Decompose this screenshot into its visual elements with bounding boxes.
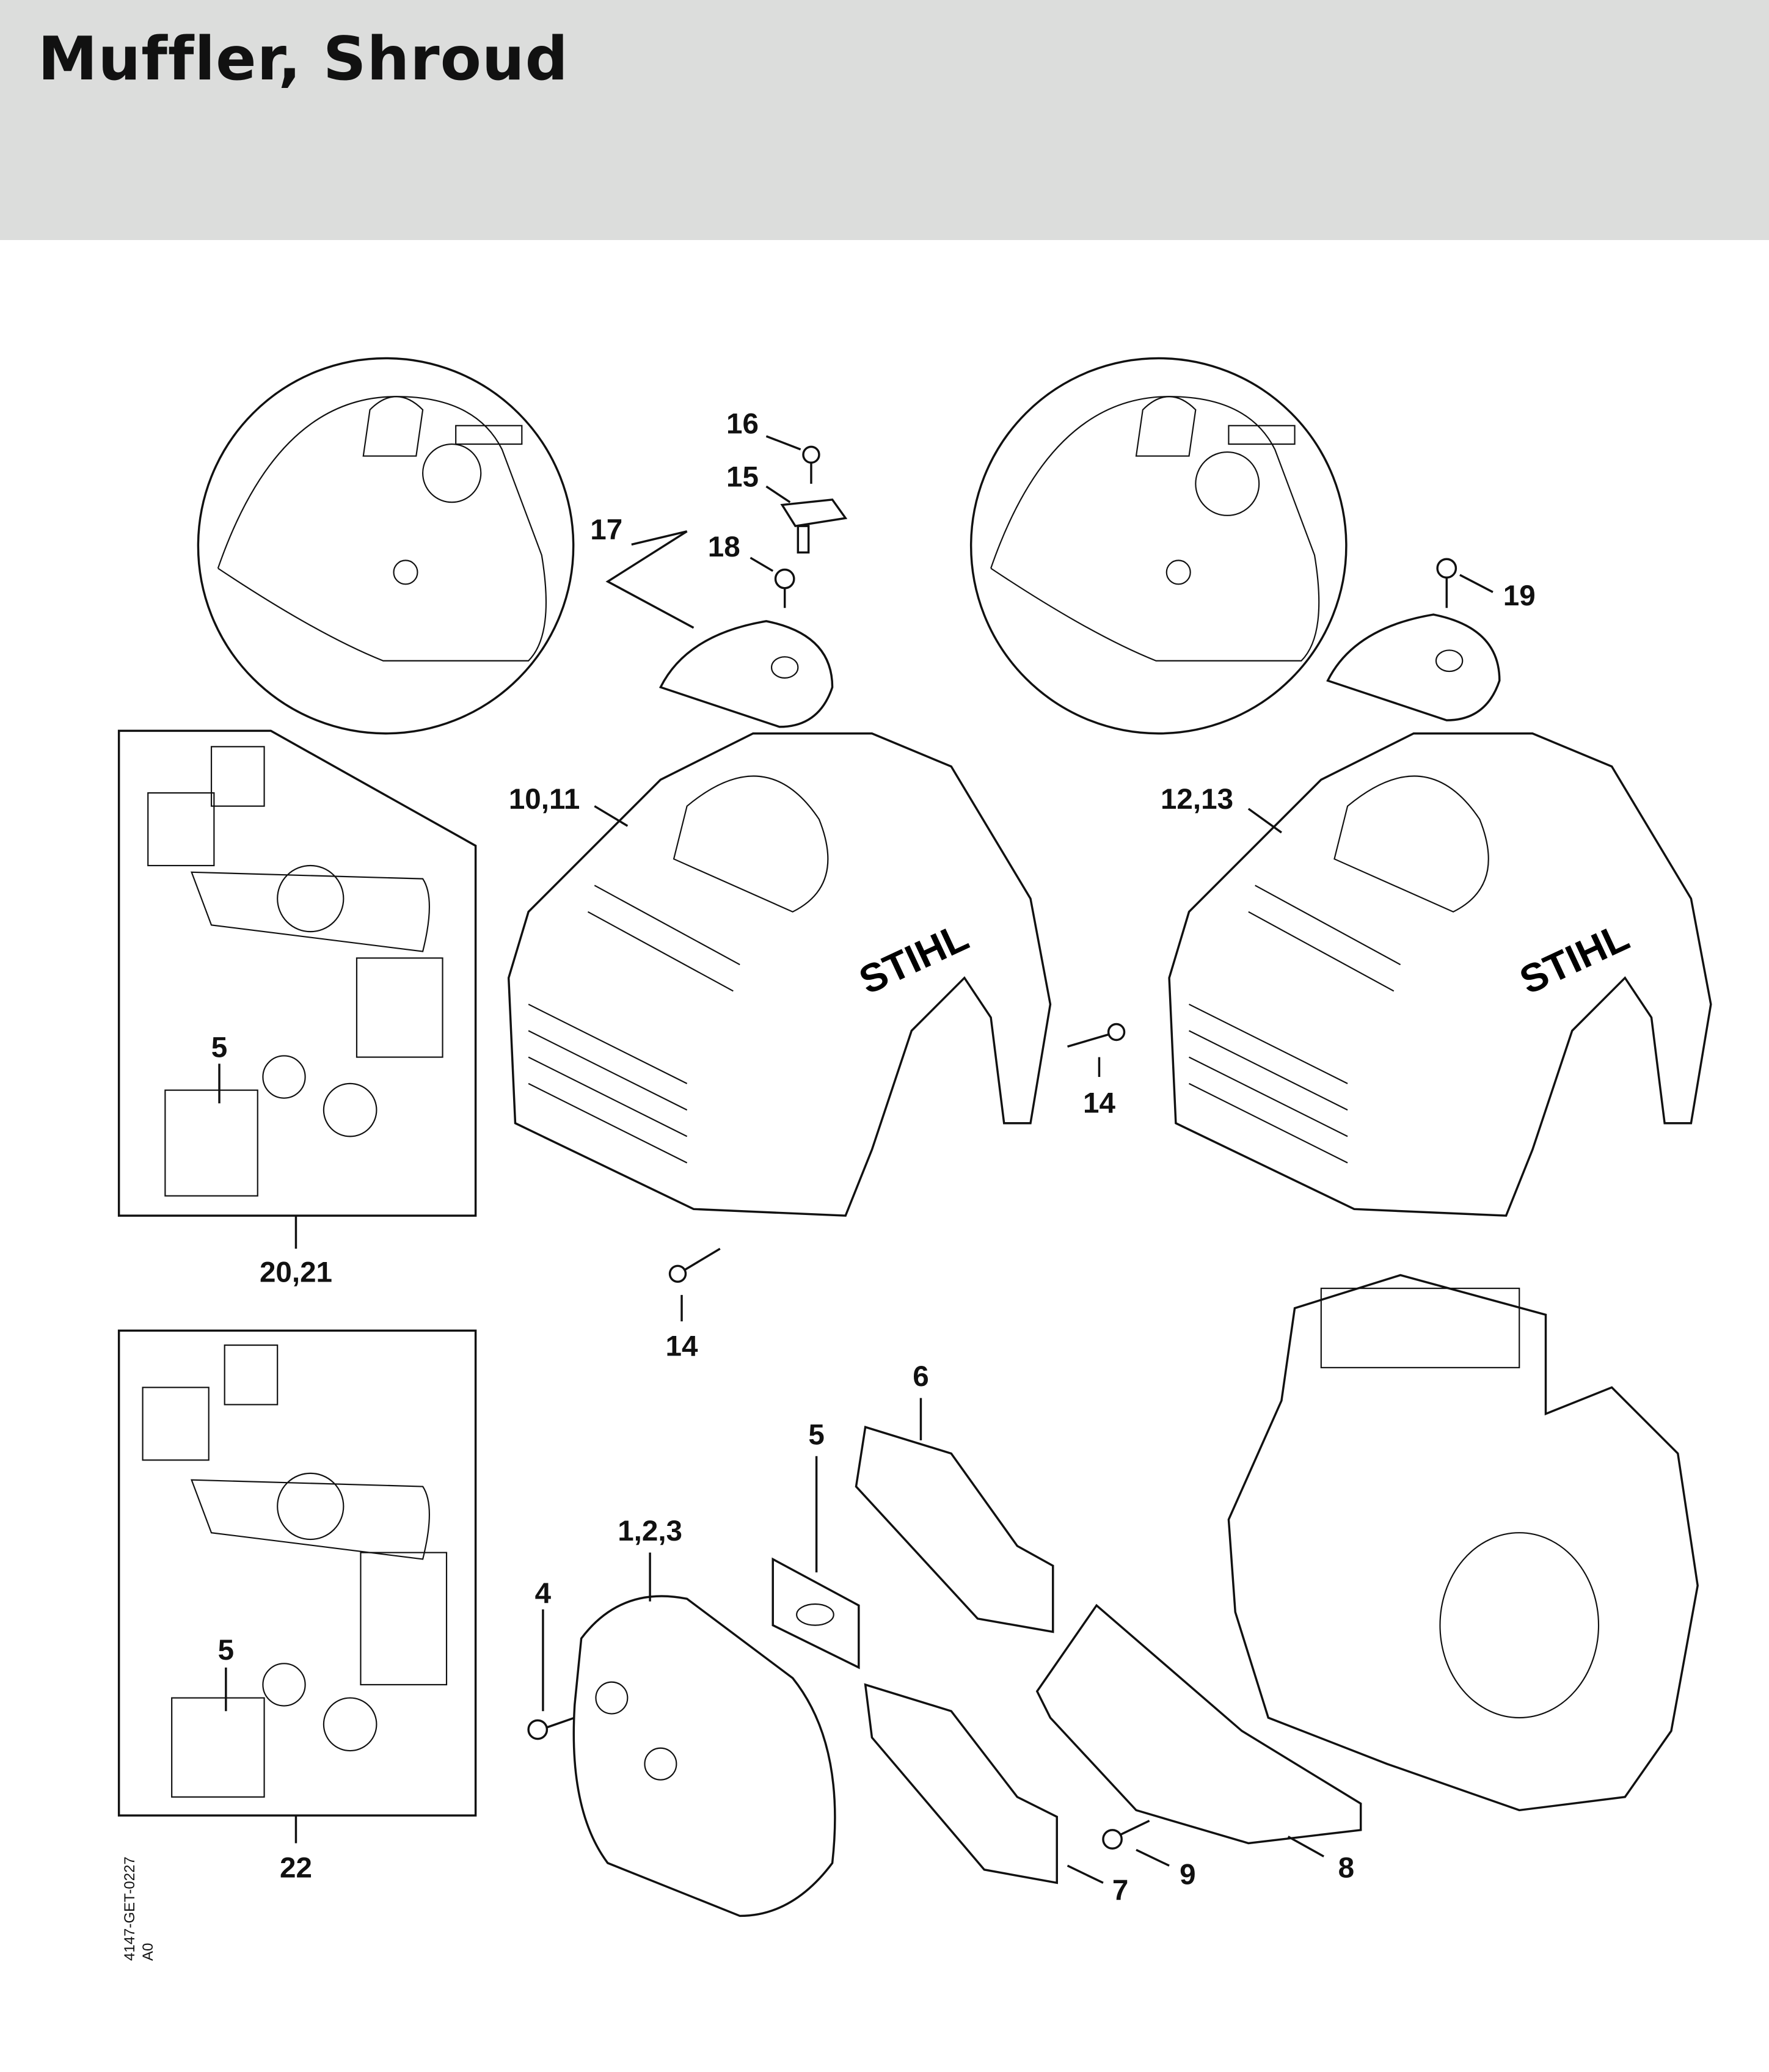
document-id: 4147-GET-0227 A0 xyxy=(121,1856,158,1961)
cap-17 xyxy=(658,620,834,728)
gasket-kit-20-21 xyxy=(117,729,477,1217)
callout-label: 12,13 xyxy=(1161,783,1233,815)
callout-label: 6 xyxy=(913,1360,928,1393)
screw-14-bottom xyxy=(668,1247,721,1283)
callout-label: 5 xyxy=(808,1418,824,1451)
callout-label: 14 xyxy=(1083,1087,1115,1119)
heat-shield-7 xyxy=(864,1683,1058,1884)
callout-label: 10,11 xyxy=(509,783,580,815)
cap-right xyxy=(1326,613,1501,721)
callout-label: 7 xyxy=(1112,1874,1128,1906)
screw-18 xyxy=(774,568,795,608)
callout-label: 5 xyxy=(218,1634,234,1666)
callout-label: 15 xyxy=(726,461,759,493)
plate-15 xyxy=(780,498,848,554)
shroud-10-11: STIHL xyxy=(507,732,1052,1217)
header-band: Muffler, Shroud xyxy=(0,0,1769,240)
shroud-12-13: STIHL xyxy=(1168,732,1712,1217)
screw-14-right xyxy=(1067,1023,1126,1048)
callout-label: 8 xyxy=(1338,1852,1354,1884)
heat-shield-6 xyxy=(855,1425,1054,1633)
callout-label: 9 xyxy=(1180,1859,1195,1891)
detail-circle-right xyxy=(969,357,1348,735)
callout-label: 4 xyxy=(535,1577,552,1610)
callout-label: 1,2,3 xyxy=(618,1515,682,1547)
screw-4 xyxy=(527,1716,575,1740)
callout-label: 17 xyxy=(590,514,622,546)
leader-lines xyxy=(218,435,1494,1884)
callout-label: 14 xyxy=(666,1330,698,1362)
screw-19 xyxy=(1436,558,1457,608)
gasket-5 xyxy=(771,1557,860,1669)
callout-label: 5 xyxy=(211,1032,227,1064)
guard-8 xyxy=(1035,1603,1362,1845)
detail-circle-left xyxy=(197,357,575,735)
callout-label: 18 xyxy=(708,531,740,563)
gasket-kit-22 xyxy=(117,1329,477,1817)
muffler-1-2-3 xyxy=(572,1595,836,1917)
callout-labels: 16 15 17 18 19 10,11 12,13 14 5 20,21 14 6 5 1,2,3 4 5 2… xyxy=(211,408,1536,1907)
screw-9 xyxy=(1102,1820,1150,1850)
document-revision: A0 xyxy=(140,1942,156,1961)
callout-label: 22 xyxy=(280,1852,312,1884)
callout-label: 20,21 xyxy=(260,1256,332,1288)
document-code: 4147-GET-0227 xyxy=(122,1856,138,1961)
callout-label: 16 xyxy=(726,408,759,440)
callout-label: 19 xyxy=(1503,580,1536,612)
engine xyxy=(1227,1274,1699,1812)
page-title: Muffler, Shroud xyxy=(38,24,569,94)
screw-16 xyxy=(802,445,820,484)
